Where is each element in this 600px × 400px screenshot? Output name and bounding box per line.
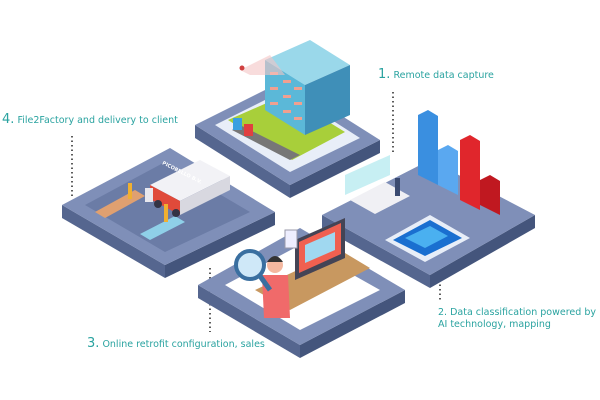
step-3-number: 3. [87, 336, 100, 351]
step-2-text: Data classification powered by [450, 307, 596, 318]
drone-icon [239, 65, 245, 71]
truck [145, 160, 230, 217]
magnifier-icon [234, 249, 273, 292]
monitor [295, 218, 345, 280]
step-2-label: 2. Data classification powered by AI tec… [438, 307, 596, 331]
step-1-text: Remote data capture [393, 70, 494, 81]
step-4-label: 4. File2Factory and delivery to client [2, 112, 178, 127]
step-3-text: Online retrofit configuration, sales [102, 339, 265, 350]
step-3-label: 3. Online retrofit configuration, sales [87, 336, 265, 351]
step-1-label: 1. Remote data capture [378, 67, 494, 82]
step-2-text-line2: AI technology, mapping [438, 319, 551, 330]
platform-capture [195, 40, 380, 198]
step-4-text: File2Factory and delivery to client [17, 115, 178, 126]
step-2-number: 2. [438, 307, 448, 318]
step-4-number: 4. [2, 112, 15, 127]
step-1-number: 1. [378, 67, 391, 82]
platform-factory [62, 148, 275, 278]
platform-classification [322, 110, 535, 288]
data-bars [418, 110, 500, 215]
building [265, 40, 350, 135]
platform-configuration [198, 218, 405, 358]
